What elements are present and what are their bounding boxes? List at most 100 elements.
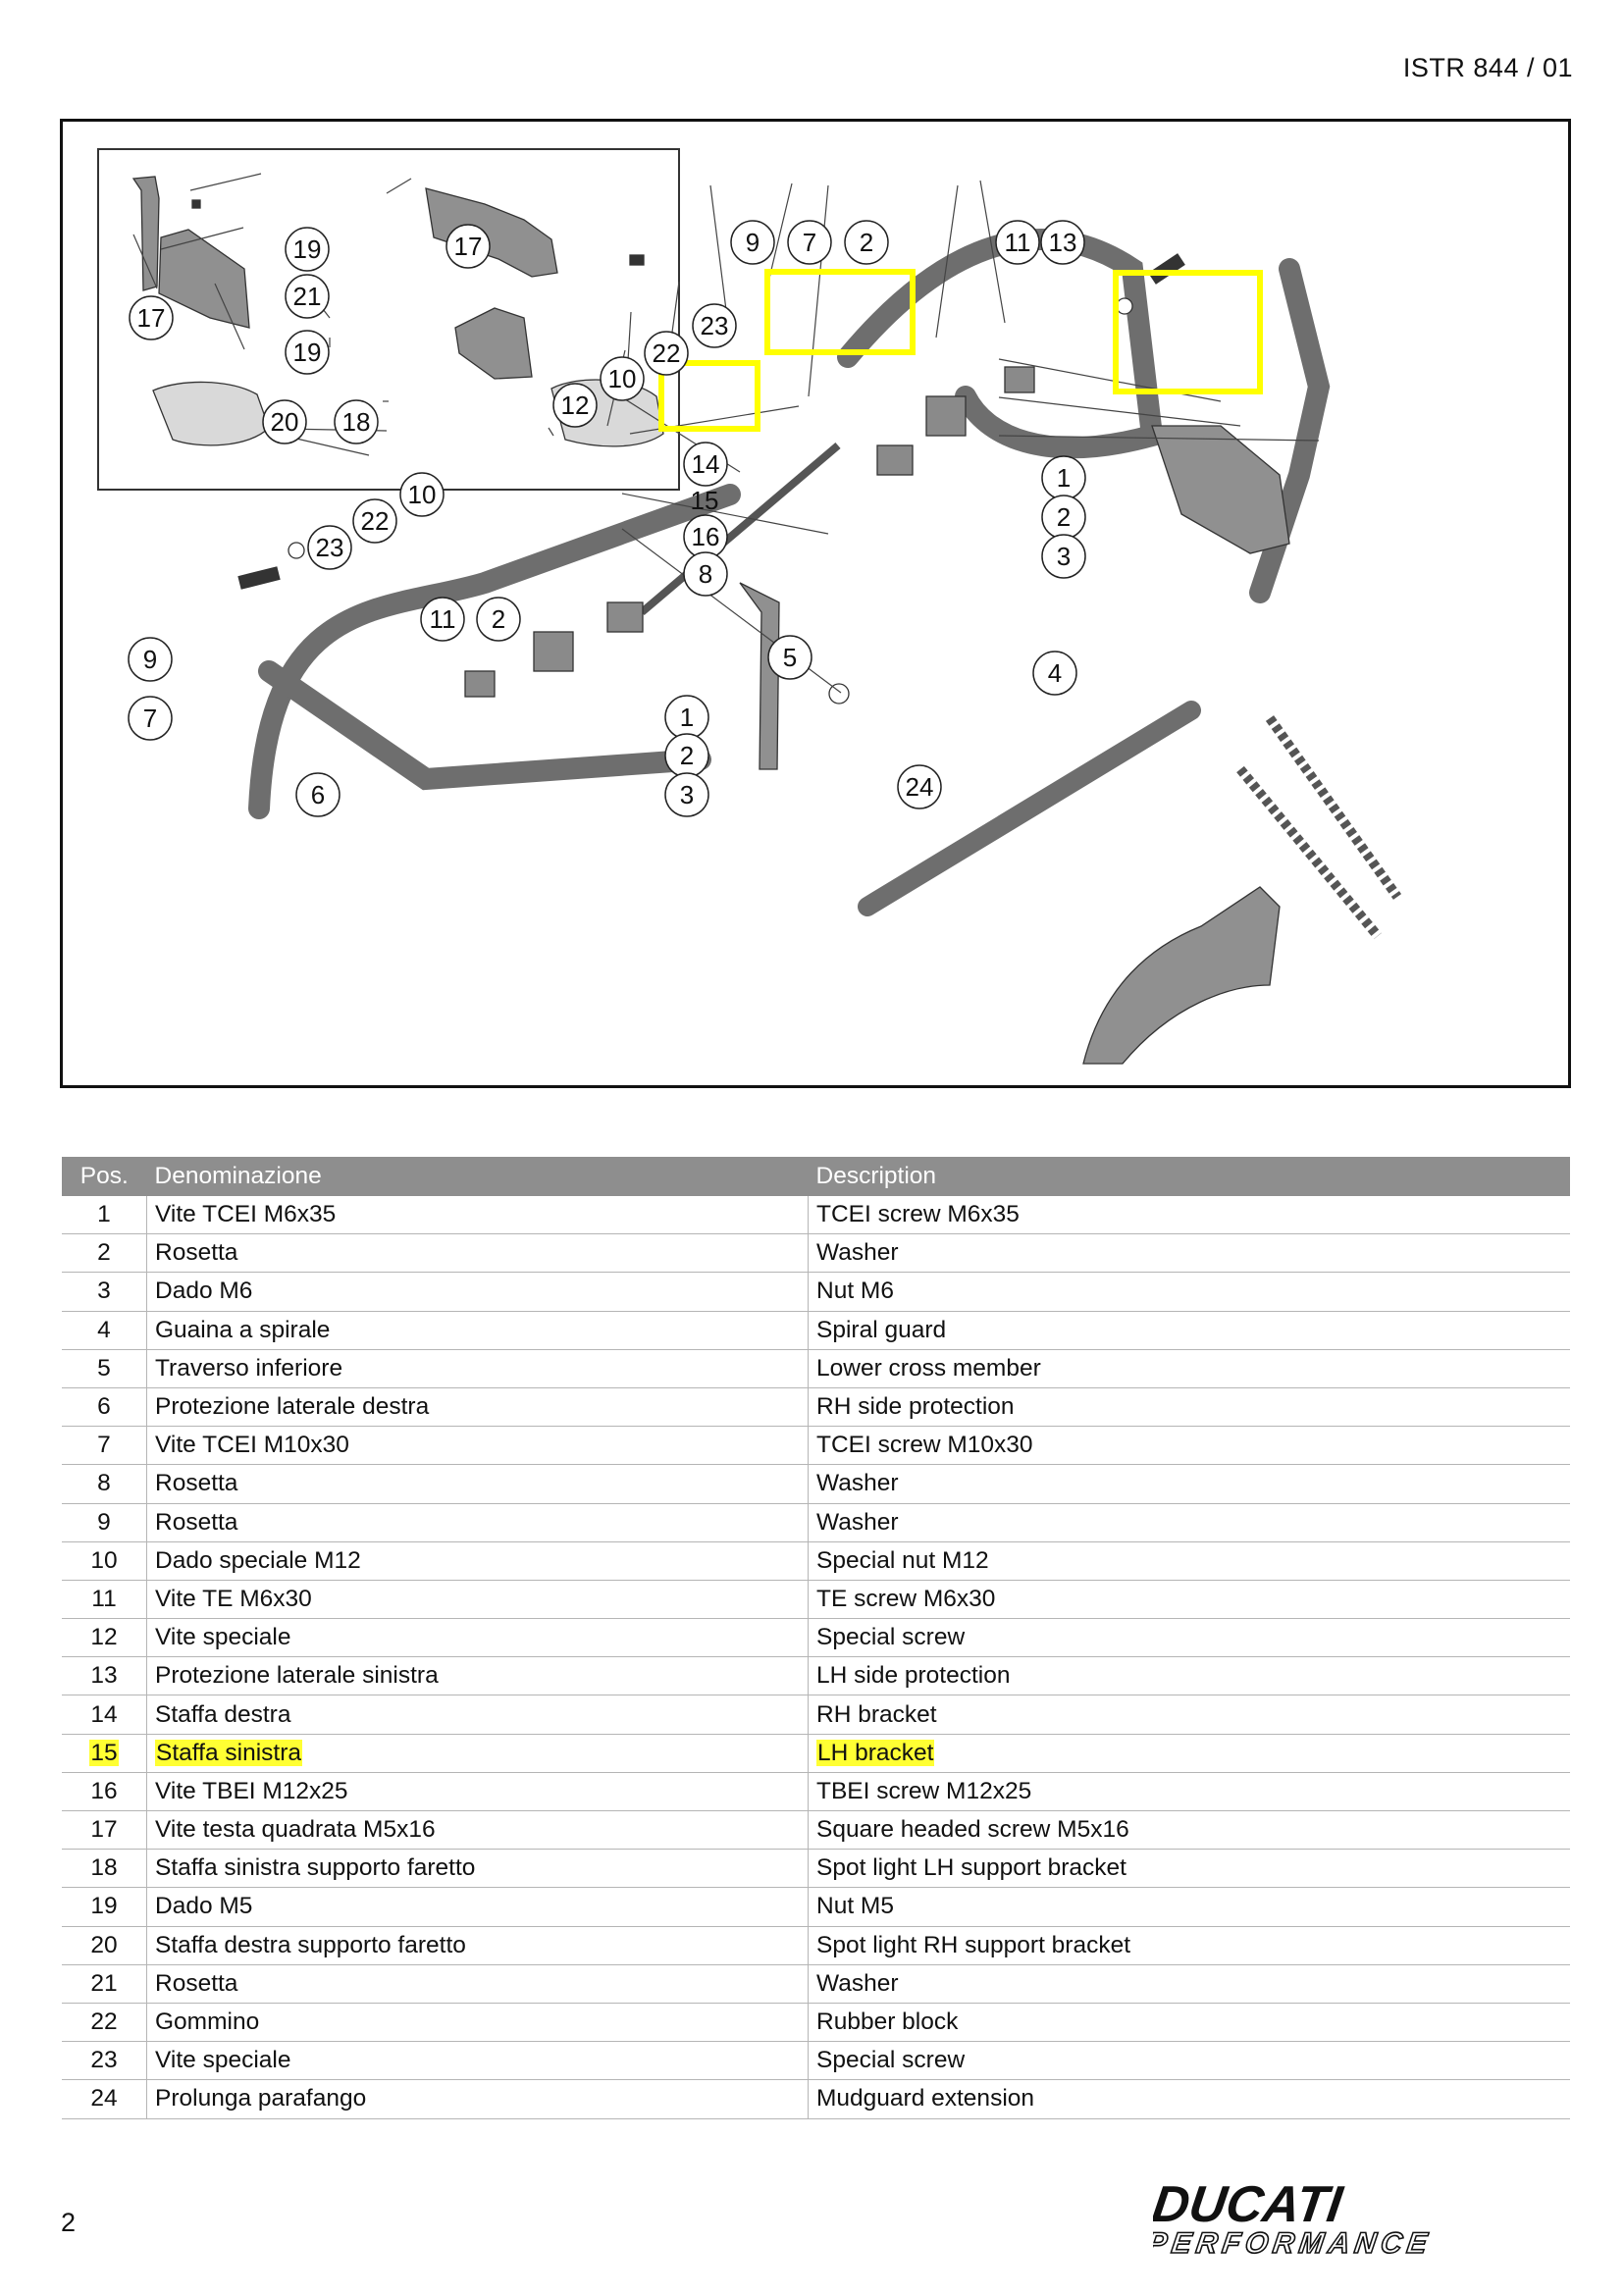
row-pos-text: 9 bbox=[97, 1508, 111, 1536]
row-italian: Staffa destra bbox=[146, 1695, 809, 1735]
row-italian: Rosetta bbox=[146, 1503, 809, 1542]
callout-circle bbox=[897, 764, 942, 809]
document-code: ISTR 844 / 01 bbox=[1402, 53, 1573, 82]
callout-circle bbox=[128, 696, 173, 741]
callout-19-a: 19 bbox=[285, 227, 330, 272]
row-english-text: RH side protection bbox=[816, 1393, 1015, 1421]
callout-circle bbox=[730, 220, 775, 265]
row-pos-text: 15 bbox=[89, 1739, 119, 1766]
row-english-text: Lower cross member bbox=[816, 1354, 1041, 1382]
row-english-text: TCEI screw M10x30 bbox=[816, 1432, 1033, 1459]
callout-label: 9 bbox=[746, 228, 760, 257]
callout-label: 20 bbox=[271, 407, 299, 437]
callout-19-b: 19 bbox=[285, 330, 330, 375]
callout-1-b: 1 bbox=[664, 695, 709, 740]
callout-label: 2 bbox=[680, 741, 694, 770]
row-italian: Rosetta bbox=[146, 1464, 809, 1504]
header-pos: Pos. bbox=[62, 1157, 147, 1196]
special-nut-rh bbox=[606, 601, 644, 633]
row-english: Washer bbox=[808, 1233, 1570, 1274]
inset-screw-icon bbox=[629, 254, 645, 266]
callout-label: 2 bbox=[492, 604, 505, 634]
row-pos: 20 bbox=[62, 1926, 147, 1965]
row-pos: 24 bbox=[62, 2079, 147, 2119]
callout-circle bbox=[445, 224, 491, 269]
row-italian: Vite TE M6x30 bbox=[146, 1580, 809, 1620]
row-pos-text: 20 bbox=[90, 1931, 118, 1958]
row-pos: 5 bbox=[62, 1349, 147, 1388]
callout-2-d: 2 bbox=[664, 733, 709, 778]
row-pos: 1 bbox=[62, 1196, 147, 1235]
callout-circle bbox=[600, 356, 645, 401]
callout-22-b: 22 bbox=[352, 498, 397, 544]
row-english-text: Washer bbox=[816, 1239, 899, 1267]
row-english: Nut M5 bbox=[808, 1887, 1570, 1927]
callout-circle bbox=[683, 442, 728, 487]
callout-circle bbox=[334, 399, 379, 444]
row-english-text: Washer bbox=[816, 1470, 899, 1497]
callout-2-b: 2 bbox=[1041, 495, 1086, 540]
row-italian-text: Traverso inferiore bbox=[155, 1354, 343, 1382]
callout-6: 6 bbox=[295, 772, 341, 817]
callout-label: 22 bbox=[361, 506, 390, 536]
special-screw-rod bbox=[639, 442, 841, 616]
spacer bbox=[820, 271, 966, 387]
row-italian-text: Prolunga parafango bbox=[155, 2085, 367, 2112]
row-pos: 6 bbox=[62, 1387, 147, 1428]
diagram-highlight-part-15 bbox=[764, 269, 916, 355]
row-english-text: RH bracket bbox=[816, 1700, 937, 1728]
row-pos-text: 12 bbox=[90, 1624, 118, 1651]
callout-label: 10 bbox=[408, 480, 437, 509]
callout-circle bbox=[476, 597, 521, 642]
row-pos-text: 7 bbox=[97, 1432, 111, 1459]
callout-circle bbox=[285, 227, 330, 272]
row-english-text: Square headed screw M5x16 bbox=[816, 1816, 1129, 1844]
callout-circle bbox=[285, 330, 330, 375]
row-pos: 23 bbox=[62, 2041, 147, 2081]
rubber-block-rh bbox=[533, 631, 574, 672]
callout-label: 7 bbox=[143, 704, 157, 733]
row-pos: 4 bbox=[62, 1311, 147, 1350]
row-english: Washer bbox=[808, 1464, 1570, 1504]
callout-21: 21 bbox=[285, 274, 330, 319]
row-italian: Staffa sinistra supporto faretto bbox=[146, 1849, 809, 1889]
row-italian-text: Dado M5 bbox=[155, 1893, 253, 1920]
row-english-text: Special screw bbox=[816, 1624, 966, 1651]
callout-4: 4 bbox=[1032, 651, 1077, 696]
callout-10-a: 10 bbox=[600, 356, 645, 401]
row-italian-text: Vite TBEI M12x25 bbox=[155, 1777, 348, 1804]
callout-label: 2 bbox=[1057, 502, 1071, 532]
callout-3-b: 3 bbox=[664, 772, 709, 817]
callout-18: 18 bbox=[334, 399, 379, 444]
row-italian: Vite TCEI M10x30 bbox=[146, 1426, 809, 1466]
callout-label: 13 bbox=[1049, 228, 1077, 257]
row-english-text: Special nut M12 bbox=[816, 1546, 989, 1574]
row-italian: Dado M5 bbox=[146, 1887, 809, 1927]
inset-nut-icon bbox=[191, 199, 201, 209]
row-english: TCEI screw M6x35 bbox=[808, 1196, 1570, 1235]
spiral-guard-1 bbox=[1265, 715, 1402, 900]
callout-23-a: 23 bbox=[692, 303, 737, 348]
row-pos-text: 10 bbox=[90, 1546, 118, 1574]
row-pos-text: 2 bbox=[97, 1239, 111, 1267]
row-english-text: LH bracket bbox=[816, 1739, 935, 1766]
callout-10-b: 10 bbox=[399, 472, 445, 517]
callout-3-a: 3 bbox=[1041, 534, 1086, 579]
row-italian-text: Protezione laterale destra bbox=[155, 1393, 430, 1421]
row-pos: 15 bbox=[62, 1734, 147, 1773]
inset-bracket-left-lower bbox=[158, 229, 250, 329]
callout-label: 3 bbox=[1057, 542, 1071, 571]
row-italian-text: Staffa sinistra supporto faretto bbox=[155, 1854, 476, 1882]
row-italian-text: Vite testa quadrata M5x16 bbox=[155, 1816, 436, 1844]
row-english: TE screw M6x30 bbox=[808, 1580, 1570, 1620]
row-italian-text: Staffa sinistra bbox=[155, 1739, 302, 1766]
callout-label: 18 bbox=[342, 407, 371, 437]
row-pos-text: 16 bbox=[90, 1777, 118, 1804]
logo-svg: DUCATI PERFORMANCE bbox=[1144, 2176, 1435, 2261]
